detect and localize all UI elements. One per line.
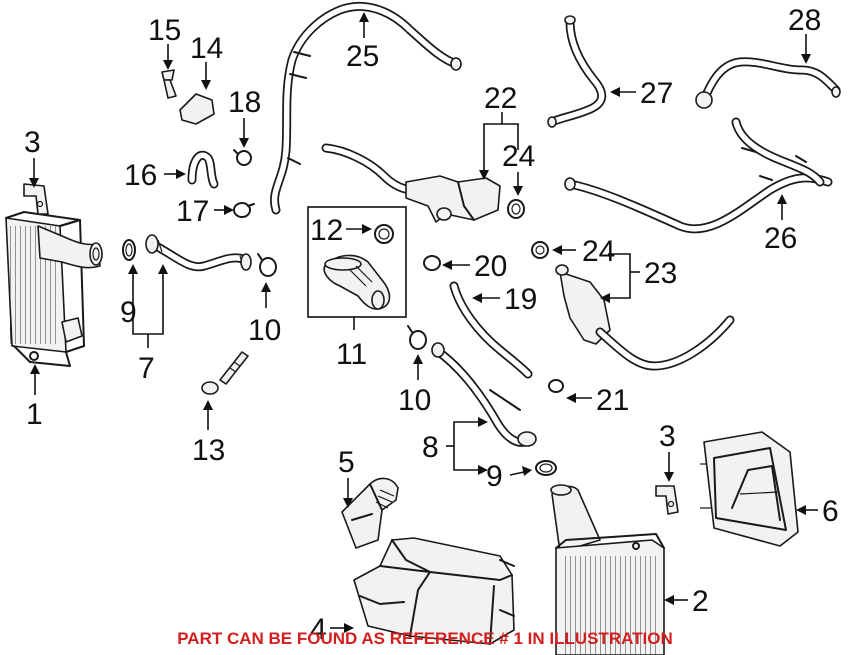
callout-20: 20 xyxy=(474,250,507,283)
callout-24-upper: 24 xyxy=(502,140,535,173)
callout-18: 18 xyxy=(228,86,261,119)
callout-4: 4 xyxy=(310,613,327,646)
intercooler-right xyxy=(550,484,665,655)
callout-9-right: 9 xyxy=(486,460,503,493)
hose-clamp-lower xyxy=(407,325,427,350)
air-duct-lower xyxy=(353,537,515,645)
hose-clamp-upper xyxy=(257,253,277,277)
callout-9-left: 9 xyxy=(120,296,137,329)
callout-12: 12 xyxy=(310,214,343,247)
hose-clamp-17 xyxy=(233,202,255,218)
callout-22: 22 xyxy=(484,82,517,115)
duct-piece xyxy=(341,477,399,549)
coolant-hose-25 xyxy=(270,2,462,215)
callout-2: 2 xyxy=(692,585,709,618)
sensor-bolt xyxy=(201,351,249,395)
callout-14: 14 xyxy=(190,32,223,65)
bracket-left xyxy=(23,183,49,215)
callout-labels: 1 2 3 3 4 5 6 7 8 9 9 10 10 11 12 13 14 … xyxy=(24,4,839,646)
coolant-pipe-22 xyxy=(321,143,501,223)
callout-11: 11 xyxy=(336,338,367,371)
coolant-pipe-19 xyxy=(449,281,533,379)
air-shroud-right xyxy=(700,431,799,547)
coolant-hose-26 xyxy=(564,117,833,234)
callout-28: 28 xyxy=(788,4,821,37)
leader-lines xyxy=(29,12,818,633)
small-hose-16 xyxy=(187,150,219,189)
callout-24-lower: 24 xyxy=(582,235,615,268)
callout-19: 19 xyxy=(504,283,537,316)
callout-25: 25 xyxy=(346,40,379,73)
callout-27: 27 xyxy=(640,77,673,110)
coolant-housing-23 xyxy=(555,264,735,371)
callout-6: 6 xyxy=(822,495,839,528)
o-ring-box xyxy=(374,224,394,244)
callout-15: 15 xyxy=(148,14,181,47)
intake-elbow xyxy=(323,254,391,310)
hose-clamp-21 xyxy=(548,379,564,393)
callout-13: 13 xyxy=(192,434,225,467)
hose-clamp-20 xyxy=(423,255,441,271)
callout-21: 21 xyxy=(596,384,629,417)
callout-8: 8 xyxy=(422,431,439,464)
reference-note: PART CAN BE FOUND AS REFERENCE # 1 IN IL… xyxy=(177,629,673,648)
callout-10-lower: 10 xyxy=(398,384,431,417)
detail-box xyxy=(307,206,407,318)
seal-ring-left xyxy=(122,239,136,261)
coolant-hose-27 xyxy=(547,15,607,128)
callout-23: 23 xyxy=(644,257,677,290)
push-pin-15 xyxy=(161,69,177,99)
callout-26: 26 xyxy=(764,222,797,255)
bracket-right xyxy=(655,485,679,515)
seal-ring-24-lower xyxy=(531,241,549,259)
callout-5: 5 xyxy=(338,446,355,479)
callout-10-upper: 10 xyxy=(248,314,281,347)
callout-1: 1 xyxy=(26,398,43,431)
callout-7: 7 xyxy=(138,352,155,385)
callout-16: 16 xyxy=(124,159,157,192)
intercooler-left xyxy=(5,211,103,367)
callout-3-left: 3 xyxy=(24,126,41,159)
seal-ring-24-upper xyxy=(507,199,525,219)
charge-air-hose xyxy=(145,234,252,272)
coolant-hose-28 xyxy=(695,57,841,109)
callout-3-right: 3 xyxy=(659,420,676,453)
clip-14 xyxy=(179,93,215,125)
callout-17: 17 xyxy=(176,195,209,228)
charge-air-tube-right xyxy=(431,342,537,447)
seal-ring-right xyxy=(535,460,557,476)
hose-clamp-18 xyxy=(233,149,252,166)
